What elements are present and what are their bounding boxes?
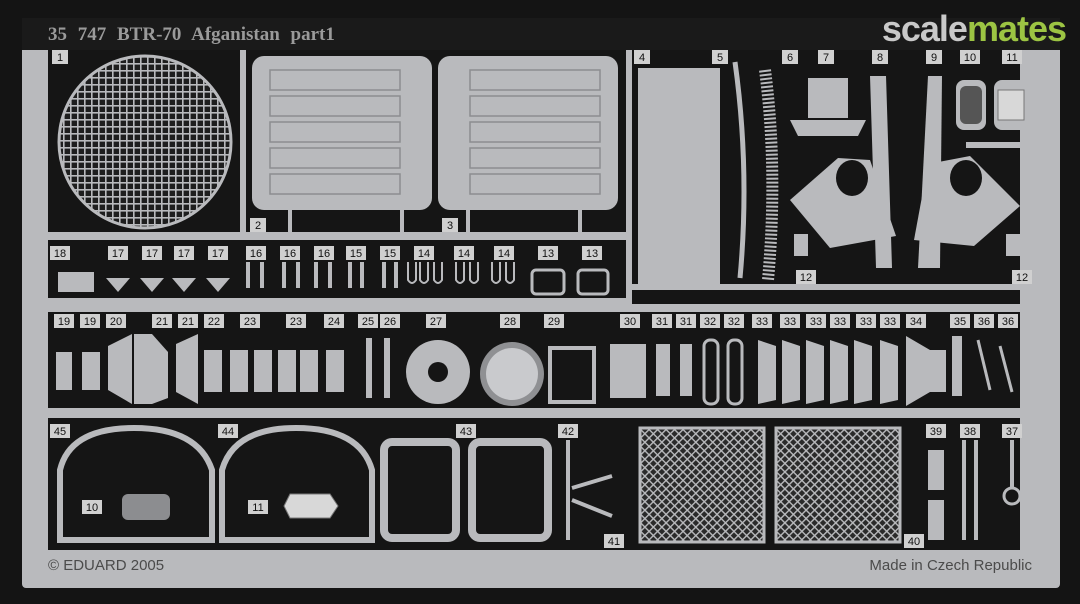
label-34: 34 (910, 316, 922, 328)
label-28: 28 (504, 316, 516, 328)
label-16a: 16 (250, 248, 262, 260)
label-45: 45 (54, 426, 66, 438)
parts-10-11-lenses (956, 80, 1028, 130)
mesh-panel-b (774, 426, 902, 544)
label-6: 6 (787, 52, 793, 64)
bottom-parts (57, 424, 1022, 544)
label-5: 5 (717, 52, 723, 64)
parts-7-9-brackets (790, 76, 1020, 268)
row-parts-19-36 (56, 334, 1014, 406)
label-43: 43 (460, 426, 472, 438)
part-3-louvre-panel (438, 56, 618, 232)
label-19a: 19 (58, 316, 70, 328)
label-37: 37 (1006, 426, 1018, 438)
watermark-logo: scalemates (881, 8, 1067, 50)
label-42: 42 (562, 426, 574, 438)
sheet-title: 35 747 BTR-70 Afganistan part1 (48, 24, 335, 45)
label-24: 24 (328, 316, 340, 328)
label-17a: 17 (112, 248, 124, 260)
label-11: 11 (1006, 52, 1017, 64)
label-19b: 19 (84, 316, 96, 328)
part-5-curved-strip (732, 61, 779, 281)
label-33b: 33 (784, 316, 796, 328)
label-31b: 31 (680, 316, 692, 328)
label-41: 41 (608, 536, 620, 548)
label-1: 1 (57, 52, 63, 64)
label-35: 35 (954, 316, 966, 328)
label-39: 39 (930, 426, 942, 438)
label-9: 9 (931, 52, 937, 64)
label-12a: 12 (800, 272, 812, 284)
label-33a: 33 (756, 316, 768, 328)
label-22: 22 (208, 316, 220, 328)
label-14b: 14 (458, 248, 470, 260)
label-44: 44 (222, 426, 234, 438)
label-30: 30 (624, 316, 636, 328)
sprues (48, 50, 1036, 550)
label-10: 10 (964, 52, 976, 64)
label-14a: 14 (418, 248, 430, 260)
label-16b: 16 (284, 248, 296, 260)
label-8: 8 (877, 52, 883, 64)
row-small-parts-13-18 (58, 262, 610, 296)
label-36b: 36 (1002, 316, 1014, 328)
label-16c: 16 (318, 248, 330, 260)
part-45-frame (57, 424, 215, 543)
label-31a: 31 (656, 316, 668, 328)
label-20: 20 (110, 316, 122, 328)
label-7: 7 (823, 52, 829, 64)
label-13a: 13 (542, 248, 554, 260)
label-2: 2 (255, 220, 261, 232)
label-10-on-45: 10 (86, 502, 98, 514)
label-26: 26 (384, 316, 396, 328)
label-13b: 13 (586, 248, 598, 260)
label-29: 29 (548, 316, 560, 328)
title-strip (22, 18, 1060, 50)
label-4: 4 (639, 52, 645, 64)
label-11-on-44: 11 (252, 502, 263, 514)
label-17b: 17 (146, 248, 158, 260)
label-14c: 14 (498, 248, 510, 260)
label-21a: 21 (156, 316, 168, 328)
label-17d: 17 (212, 248, 224, 260)
part-44-frame (219, 424, 375, 543)
label-33e: 33 (860, 316, 872, 328)
part-1-round-grille (57, 54, 233, 230)
copyright-text: © EDUARD 2005 (48, 557, 165, 574)
label-33c: 33 (810, 316, 822, 328)
label-3: 3 (447, 220, 453, 232)
label-32b: 32 (728, 316, 740, 328)
label-23b: 23 (290, 316, 302, 328)
label-18: 18 (54, 248, 66, 260)
perforations (32, 143, 1050, 482)
label-33f: 33 (884, 316, 896, 328)
label-23a: 23 (244, 316, 256, 328)
label-40: 40 (908, 536, 920, 548)
part-43-frame-a (380, 438, 460, 542)
watermark-part-2: mates (966, 8, 1067, 49)
label-15a: 15 (350, 248, 362, 260)
watermark-part-1: scale (881, 8, 968, 49)
origin-text: Made in Czech Republic (869, 557, 1032, 574)
part-number-labels: 1 2 3 4 5 6 7 8 9 10 11 12 12 13 13 14 1… (50, 50, 1032, 548)
label-27: 27 (430, 316, 442, 328)
label-15b: 15 (384, 248, 396, 260)
label-32a: 32 (704, 316, 716, 328)
label-21b: 21 (182, 316, 194, 328)
part-4-plate (638, 68, 720, 284)
label-38: 38 (964, 426, 976, 438)
label-33d: 33 (834, 316, 846, 328)
label-25: 25 (362, 316, 374, 328)
part-43-frame-b (468, 438, 552, 542)
label-17c: 17 (178, 248, 190, 260)
part-2-louvre-panel (252, 56, 432, 232)
label-12b: 12 (1016, 272, 1028, 284)
label-36a: 36 (978, 316, 990, 328)
mesh-panel-a (638, 426, 766, 544)
